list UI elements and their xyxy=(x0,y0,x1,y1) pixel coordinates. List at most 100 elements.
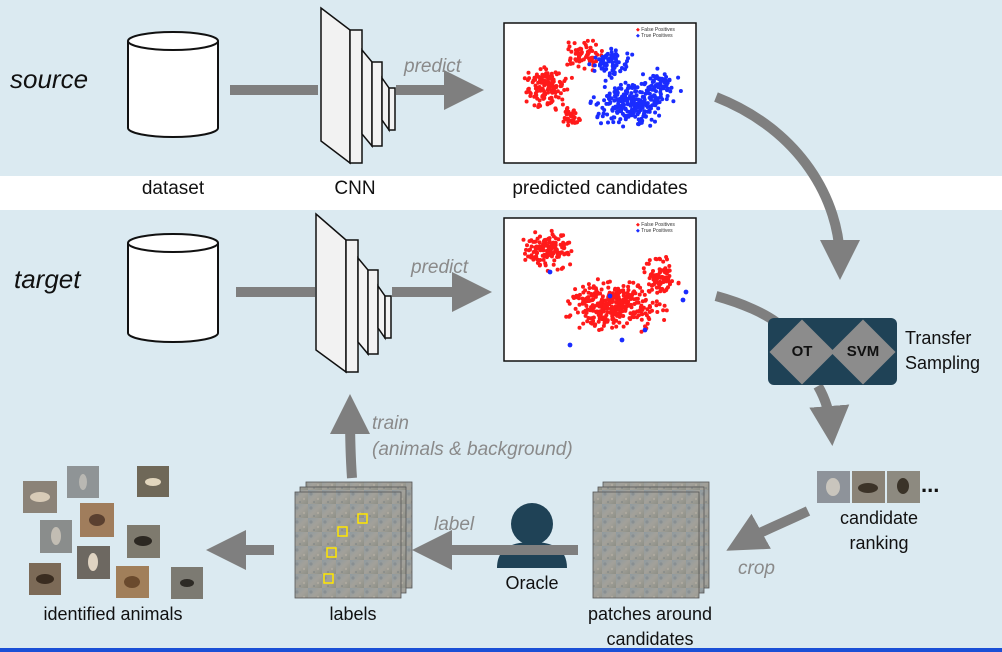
scatter-point xyxy=(607,71,612,76)
scatter-point xyxy=(588,316,593,321)
scatter-point xyxy=(585,307,590,312)
scatter-point xyxy=(658,90,663,95)
candidate-ranking-thumbnails xyxy=(817,471,920,503)
scatter-point xyxy=(627,293,632,297)
scatter-point xyxy=(626,284,631,289)
scatter-point xyxy=(661,259,666,264)
scatter-point xyxy=(621,288,626,293)
scatter-point xyxy=(663,266,668,271)
scatter-point xyxy=(639,90,644,95)
candidate-label: candidate xyxy=(839,508,919,528)
scatter-point xyxy=(580,296,585,301)
scatter-point xyxy=(610,300,614,305)
scatter-point xyxy=(601,323,606,328)
scatter-point xyxy=(617,104,622,108)
scatter-point xyxy=(566,47,571,52)
scatter-point xyxy=(596,111,601,116)
candidates-label: candidates xyxy=(606,629,694,649)
scatter-point xyxy=(648,123,653,128)
scatter-point xyxy=(641,99,645,104)
scatter-point xyxy=(665,86,670,91)
scatter-point xyxy=(537,85,542,90)
scatter-point xyxy=(620,66,624,70)
scatter-point xyxy=(577,292,582,297)
scatter-point xyxy=(534,74,539,79)
scatter-point xyxy=(606,285,611,290)
scatter-point xyxy=(609,96,614,101)
scatter-point xyxy=(609,53,614,58)
scatter-point xyxy=(627,280,632,285)
scatter-point xyxy=(567,342,573,348)
scatter-point xyxy=(639,120,644,125)
scatter-point xyxy=(568,58,572,63)
scatter-point xyxy=(544,67,549,72)
scatter-point xyxy=(623,308,628,313)
scatter-point xyxy=(539,247,544,252)
scatter-point xyxy=(563,76,568,81)
scatter-point xyxy=(605,319,610,324)
scatter-point xyxy=(661,279,666,284)
scatter-point xyxy=(547,238,551,243)
predicted-candidates-label: predicted candidates xyxy=(512,178,688,199)
scatter-point xyxy=(593,294,598,299)
scatter-point xyxy=(623,80,628,85)
scatter-point xyxy=(567,240,572,245)
scatter-point xyxy=(636,117,641,122)
scatter-point xyxy=(541,257,546,262)
scatter-point xyxy=(604,67,609,71)
labels-label: labels xyxy=(329,604,377,624)
scatter-point xyxy=(568,262,573,267)
scatter-point xyxy=(613,106,618,111)
predict-source-label: predict xyxy=(404,56,462,77)
ranking-ellipsis: ... xyxy=(921,472,940,497)
scatter-point xyxy=(523,251,527,256)
scatter-point xyxy=(553,106,558,111)
scatter-point xyxy=(571,109,576,114)
scatter-point xyxy=(594,59,599,64)
scatter-point xyxy=(566,123,571,128)
scatter-point xyxy=(550,80,555,85)
scatter-point xyxy=(631,280,636,285)
scatter-point xyxy=(542,254,547,259)
scatter-point xyxy=(617,320,622,325)
scatter-point xyxy=(553,236,558,241)
scatter-point xyxy=(573,306,578,311)
scatter-point xyxy=(538,67,543,72)
scatter-point xyxy=(559,234,564,238)
source-cnn-icon xyxy=(320,6,396,165)
scatter-point xyxy=(660,85,665,90)
scatter-point xyxy=(581,284,585,289)
scatter-point xyxy=(585,319,590,324)
scatter-point xyxy=(577,302,582,307)
scatter-point xyxy=(662,318,667,322)
scatter-point xyxy=(599,287,604,292)
scatter-point xyxy=(528,94,533,98)
scatter-point xyxy=(597,57,602,62)
scatter-point xyxy=(630,314,635,319)
scatter-point xyxy=(565,106,570,110)
scatter-point xyxy=(658,95,663,100)
scatter-point xyxy=(607,279,612,284)
scatter-point xyxy=(625,109,630,114)
scatter-point xyxy=(611,120,616,125)
bottom-divider xyxy=(0,648,1002,652)
transfer-sampling-box: OT SVM xyxy=(768,318,897,385)
scatter-point xyxy=(683,289,689,295)
scatter-point xyxy=(613,63,618,68)
scatter-point xyxy=(585,296,590,300)
scatter-point xyxy=(607,57,612,62)
target-dataset-cylinder xyxy=(127,233,219,343)
scatter-point xyxy=(543,263,548,268)
scatter-point xyxy=(561,119,566,124)
scatter-point xyxy=(636,283,641,288)
scatter-point xyxy=(655,100,660,105)
scatter-point xyxy=(603,63,608,68)
scatter-point xyxy=(547,96,552,101)
scatter-point xyxy=(616,120,621,125)
scatter-point xyxy=(533,83,538,88)
scatter-point xyxy=(551,262,556,267)
scatter-point xyxy=(537,98,542,103)
scatter-point xyxy=(566,109,571,114)
scatter-point xyxy=(597,328,602,332)
scatter-point xyxy=(585,38,590,43)
